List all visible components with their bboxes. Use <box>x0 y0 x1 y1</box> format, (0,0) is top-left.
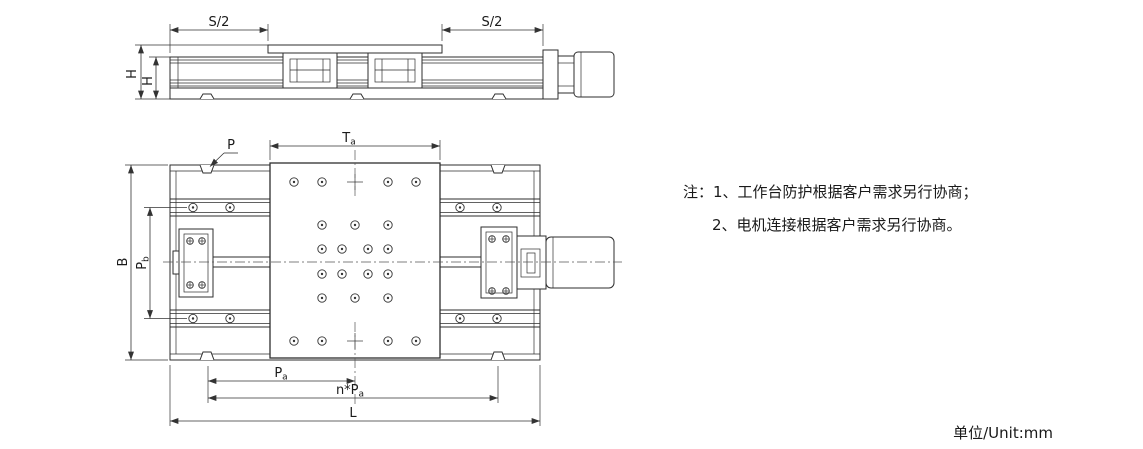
note-line-2: 2、电机连接根据客户需求另行协商。 <box>712 216 962 234</box>
motor-adapter-plan <box>516 235 547 290</box>
dim-label-l: L <box>349 406 357 421</box>
dim-pb: Pb <box>135 207 187 319</box>
dim-label-p: P <box>227 138 235 153</box>
carriage-left <box>282 52 338 89</box>
dim-p-leader: P <box>209 138 238 167</box>
motor-side <box>542 49 615 100</box>
notes-block: 注：1、工作台防护根据客户需求另行协商； 2、电机连接根据客户需求另行协商。 <box>683 183 978 234</box>
dim-b: B <box>116 164 168 361</box>
dim-s2-left: S/2 <box>169 15 269 53</box>
dim-pa: Pa <box>207 366 355 403</box>
base-notch <box>349 93 365 100</box>
dim-label-npa: n*Pa <box>336 383 364 400</box>
dim-label-b: B <box>116 258 131 267</box>
plan-view: Ta P B Pb Pa n*Pa <box>116 131 622 426</box>
centerlines <box>163 150 622 404</box>
base-notch <box>199 93 215 100</box>
dim-label-h-inner: H <box>141 76 156 86</box>
dim-label-pa: Pa <box>274 366 287 383</box>
carriage-right <box>367 52 423 89</box>
dim-label-s2-right: S/2 <box>482 15 503 30</box>
base-notch <box>491 93 507 100</box>
dim-label-s2-left: S/2 <box>209 15 230 30</box>
dim-l: L <box>169 365 541 426</box>
base-plate-side <box>169 87 544 100</box>
stage-body-side <box>169 56 544 89</box>
dim-npa: n*Pa <box>208 366 499 403</box>
dim-s2-right: S/2 <box>441 15 544 46</box>
dim-label-ta: Ta <box>341 131 355 148</box>
dim-label-h-outer: H <box>125 69 140 79</box>
unit-label: 单位/Unit:mm <box>953 424 1053 442</box>
right-bearing-block <box>480 226 518 299</box>
dim-h-outer: H <box>125 44 268 100</box>
left-bearing-block <box>172 228 214 298</box>
dim-ta: Ta <box>269 131 441 160</box>
side-view: S/2 S/2 H H <box>125 15 615 100</box>
table-plate-side <box>267 44 443 54</box>
note-line-1: 注：1、工作台防护根据客户需求另行协商； <box>683 183 978 201</box>
screw-shaft-right <box>440 256 481 268</box>
motor-plan <box>545 236 615 289</box>
edge-notches <box>199 164 506 361</box>
dim-label-pb: Pb <box>135 256 152 270</box>
screw-shaft-left <box>213 256 270 268</box>
dim-h-inner: H <box>141 56 170 99</box>
